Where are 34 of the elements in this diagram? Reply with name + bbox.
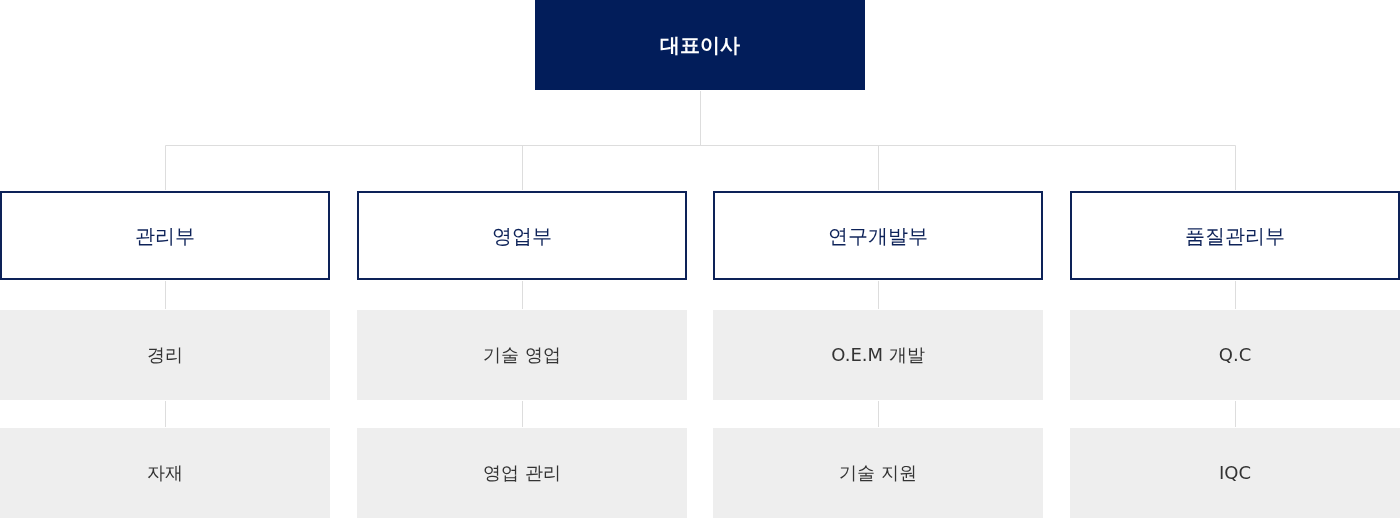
node-label: 관리부	[134, 222, 196, 249]
node-label: IQC	[1217, 461, 1252, 485]
team-box	[713, 310, 1043, 400]
connector-line	[165, 400, 166, 428]
connector-line	[878, 280, 879, 310]
department-box	[1070, 191, 1400, 280]
team-box	[0, 310, 330, 400]
team-box	[357, 310, 687, 400]
node-label: 연구개발부	[827, 222, 929, 249]
connector-line	[165, 280, 166, 310]
team-box	[713, 428, 1043, 518]
connector-line	[522, 400, 523, 428]
node-label: O.E.M 개발	[830, 343, 926, 367]
team-box	[0, 428, 330, 518]
node-label: 기술 영업	[482, 343, 562, 367]
team-box	[1070, 428, 1400, 518]
node-label: 대표이사	[659, 32, 741, 58]
department-box	[357, 191, 687, 280]
node-label: 품질관리부	[1184, 222, 1286, 249]
department-box	[0, 191, 330, 280]
node-label: Q.C	[1217, 343, 1253, 367]
connector-line	[522, 280, 523, 310]
team-box	[357, 428, 687, 518]
department-box	[713, 191, 1043, 280]
connector-line	[1235, 400, 1236, 428]
node-label: 영업부	[491, 222, 553, 249]
node-label: 기술 지원	[838, 461, 918, 485]
connector-line	[878, 400, 879, 428]
node-label: 경리	[146, 343, 184, 367]
connector-line	[1235, 280, 1236, 310]
node-label: 자재	[146, 461, 184, 485]
node-label: 영업 관리	[482, 461, 562, 485]
team-box	[1070, 310, 1400, 400]
executive-box	[535, 0, 865, 90]
